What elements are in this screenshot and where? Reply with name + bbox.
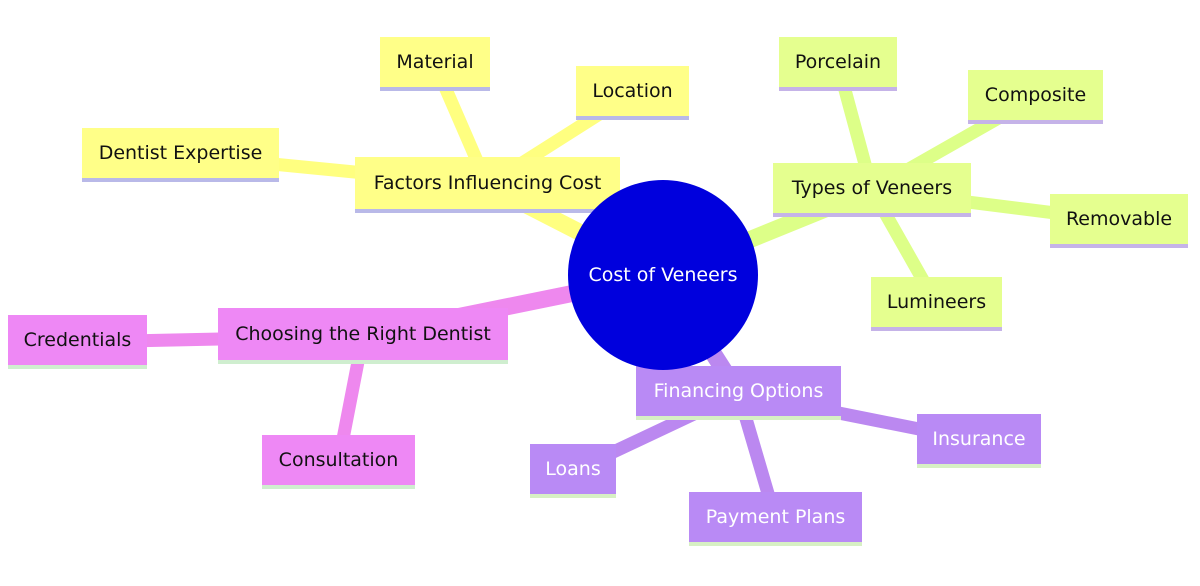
- leaf-node-lumineers: Lumineers: [871, 277, 1002, 331]
- leaf-label-porcelain: Porcelain: [794, 51, 882, 73]
- leaf-node-location: Location: [576, 66, 689, 120]
- leaf-node-dentist-expertise: Dentist Expertise: [82, 128, 279, 182]
- leaf-node-consultation: Consultation: [262, 435, 415, 489]
- branch-label-types: Types of Veneers: [791, 177, 953, 199]
- branch-label-financing: Financing Options: [653, 380, 824, 402]
- leaf-node-credentials: Credentials: [8, 315, 147, 369]
- branch-label-factors: Factors Influencing Cost: [373, 172, 602, 194]
- branch-node-financing: Financing Options: [636, 366, 841, 420]
- leaf-node-composite: Composite: [968, 70, 1103, 124]
- branch-node-types: Types of Veneers: [773, 163, 971, 217]
- leaf-label-credentials: Credentials: [23, 329, 132, 351]
- leaf-label-composite: Composite: [984, 84, 1087, 106]
- leaf-label-location: Location: [592, 80, 673, 102]
- leaf-node-porcelain: Porcelain: [779, 37, 897, 91]
- leaf-label-insurance: Insurance: [932, 428, 1026, 450]
- root-label: Cost of Veneers: [588, 264, 738, 286]
- branch-node-factors: Factors Influencing Cost: [355, 157, 620, 213]
- leaf-label-loans: Loans: [545, 458, 601, 480]
- branch-label-dentist: Choosing the Right Dentist: [235, 323, 491, 345]
- leaf-node-loans: Loans: [530, 444, 616, 498]
- leaf-label-material: Material: [396, 51, 474, 73]
- leaf-label-lumineers: Lumineers: [886, 291, 987, 313]
- leaf-node-insurance: Insurance: [917, 414, 1041, 468]
- leaf-label-consultation: Consultation: [278, 449, 399, 471]
- leaf-label-payment-plans: Payment Plans: [705, 506, 846, 528]
- leaf-node-removable: Removable: [1050, 194, 1188, 248]
- leaf-label-removable: Removable: [1065, 208, 1173, 230]
- root-node: Cost of Veneers: [568, 180, 758, 370]
- branch-node-dentist: Choosing the Right Dentist: [218, 308, 508, 364]
- leaf-label-dentist-expertise: Dentist Expertise: [98, 142, 263, 164]
- leaf-node-payment-plans: Payment Plans: [689, 492, 862, 546]
- leaf-node-material: Material: [380, 37, 490, 91]
